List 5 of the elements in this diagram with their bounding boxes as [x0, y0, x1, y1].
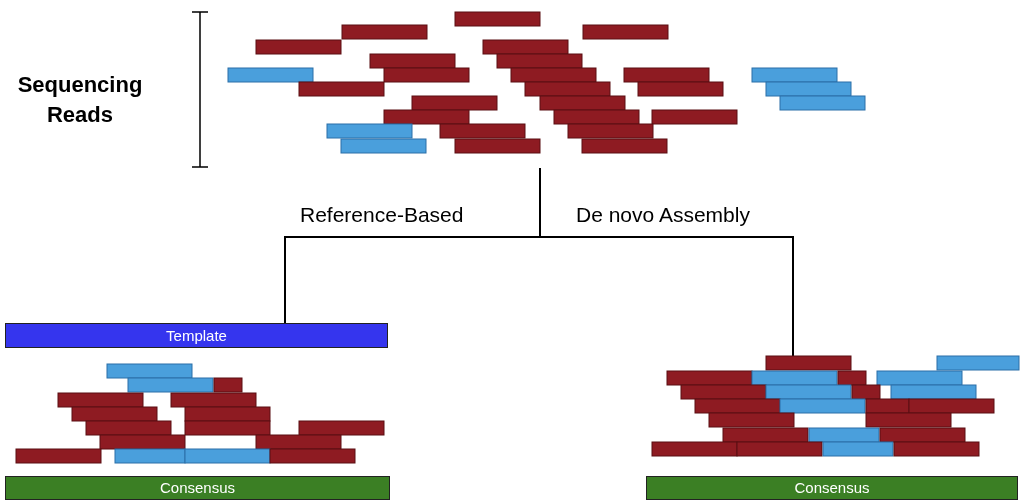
consensus-bar: Consensus	[646, 476, 1018, 500]
template-bar: Template	[5, 323, 388, 348]
consensus-bar: Consensus	[5, 476, 390, 500]
branch-connector	[539, 167, 794, 357]
section-heading: Sequencing Reads	[16, 71, 144, 129]
